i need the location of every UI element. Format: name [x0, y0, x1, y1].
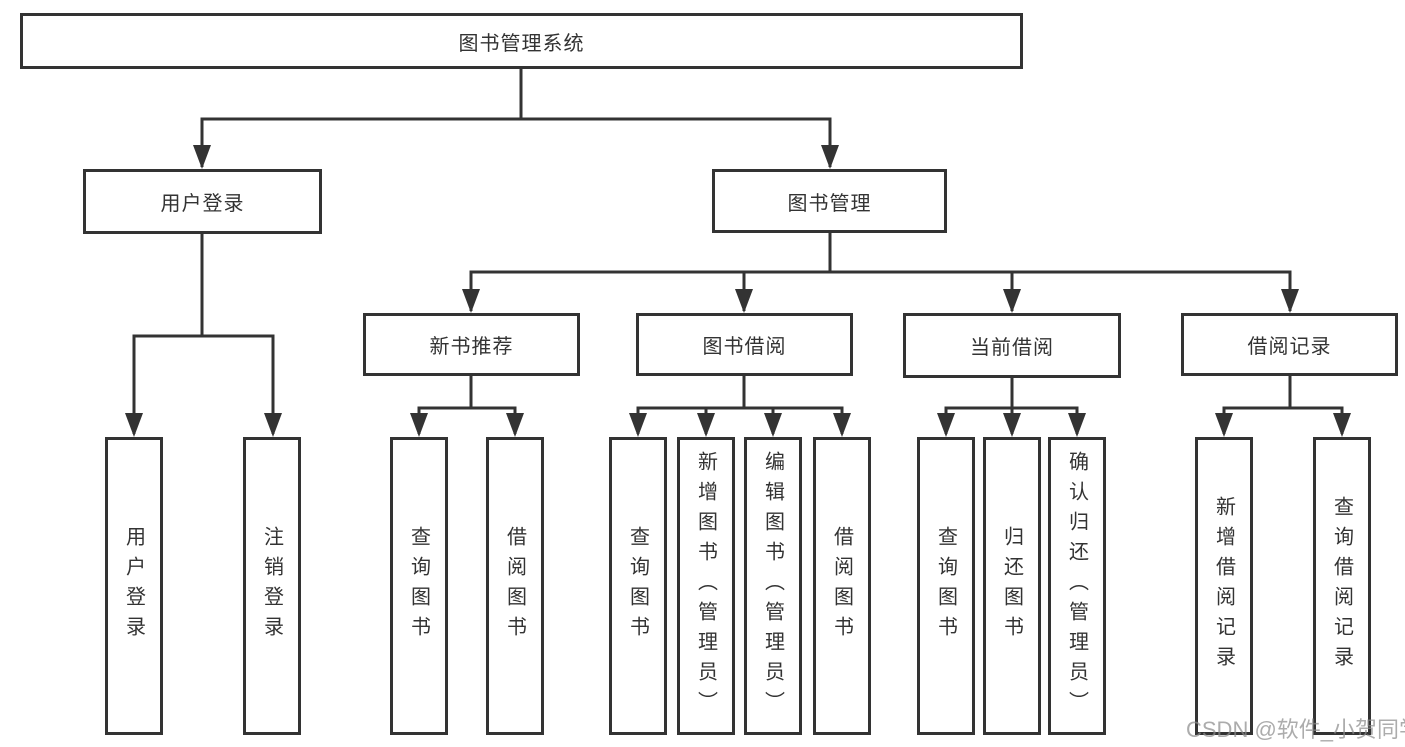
leaf-borrow-books-borrow: 借阅图书: [813, 437, 871, 735]
leaf-return-book: 归还图书: [983, 437, 1041, 735]
connector-new-book-recommend-children: [410, 376, 524, 437]
node-label: 当前借阅: [970, 337, 1054, 359]
leaf-logout: 注销登录: [243, 437, 301, 735]
connector-borrow-records-children: [1215, 376, 1351, 437]
connector-book-management-to-level3: [462, 233, 1299, 313]
leaf-user-login: 用户登录: [105, 437, 163, 735]
node-label: 归还图书: [1000, 526, 1023, 646]
leaf-query-borrow-record: 查询借阅记录: [1313, 437, 1371, 735]
connector-current-borrow-children: [937, 378, 1086, 437]
node-book-management: 图书管理: [712, 169, 947, 233]
node-label: 查询图书: [407, 526, 430, 646]
node-label: 借阅记录: [1247, 336, 1332, 358]
leaf-confirm-return-admin: 确认归还（管理员）: [1048, 437, 1106, 735]
node-label: 新增借阅记录: [1212, 496, 1235, 676]
node-user-login: 用户登录: [83, 169, 322, 234]
node-label: 新书推荐: [429, 336, 514, 358]
node-label: 编辑图书（管理员）: [761, 451, 784, 721]
leaf-add-book-admin: 新增图书（管理员）: [677, 437, 735, 735]
node-label: 查询借阅记录: [1330, 496, 1353, 676]
leaf-borrow-books-recommend: 借阅图书: [486, 437, 544, 735]
node-library-management-system: 图书管理系统: [20, 13, 1023, 69]
node-label: 用户登录: [122, 526, 145, 646]
node-label: 借阅图书: [503, 526, 526, 646]
node-label: 确认归还（管理员）: [1065, 451, 1088, 721]
node-new-book-recommend: 新书推荐: [363, 313, 580, 376]
connector-user-login-children: [125, 234, 282, 437]
node-label: 图书借阅: [702, 336, 787, 358]
node-book-borrow: 图书借阅: [636, 313, 853, 376]
node-label: 借阅图书: [830, 526, 853, 646]
node-label: 注销登录: [260, 526, 283, 646]
node-borrow-records: 借阅记录: [1181, 313, 1398, 376]
connector-book-borrow-children: [629, 376, 851, 437]
node-current-borrow: 当前借阅: [903, 313, 1121, 378]
node-label: 图书管理: [787, 192, 872, 215]
leaf-edit-book-admin: 编辑图书（管理员）: [744, 437, 802, 735]
node-label: 图书管理系统: [458, 32, 585, 55]
node-label: 查询图书: [626, 526, 649, 646]
leaf-add-borrow-record: 新增借阅记录: [1195, 437, 1253, 735]
csdn-watermark: CSDN @软件_小贺同学: [1186, 717, 1405, 742]
leaf-query-books-borrow: 查询图书: [609, 437, 667, 735]
leaf-query-books-current: 查询图书: [917, 437, 975, 735]
connector-root-to-level2: [193, 69, 839, 169]
node-label: 用户登录: [160, 193, 245, 215]
leaf-query-books-recommend: 查询图书: [390, 437, 448, 735]
node-label: 新增图书（管理员）: [694, 451, 717, 721]
node-label: 查询图书: [934, 526, 957, 646]
